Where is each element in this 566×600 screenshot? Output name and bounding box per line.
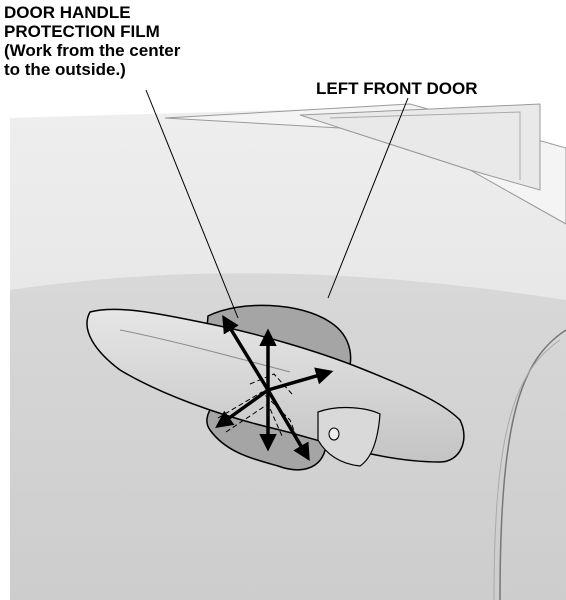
film-callout-line-4: to the outside.) bbox=[4, 60, 126, 79]
film-callout-line-2: PROTECTION FILM bbox=[4, 22, 160, 41]
leader-lines bbox=[145, 89, 409, 319]
outward-arrows-icon bbox=[215, 315, 334, 462]
film-callout-line-3: (Work from the center bbox=[4, 41, 181, 60]
film-leader-line bbox=[145, 89, 239, 319]
film-callout-line-1: DOOR HANDLE bbox=[4, 3, 131, 22]
film-callout-label: DOOR HANDLE PROTECTION FILM (Work from t… bbox=[4, 3, 180, 79]
door-callout-label: LEFT FRONT DOOR bbox=[316, 79, 478, 98]
door-leader-line bbox=[327, 97, 409, 299]
door-handle bbox=[86, 308, 465, 467]
